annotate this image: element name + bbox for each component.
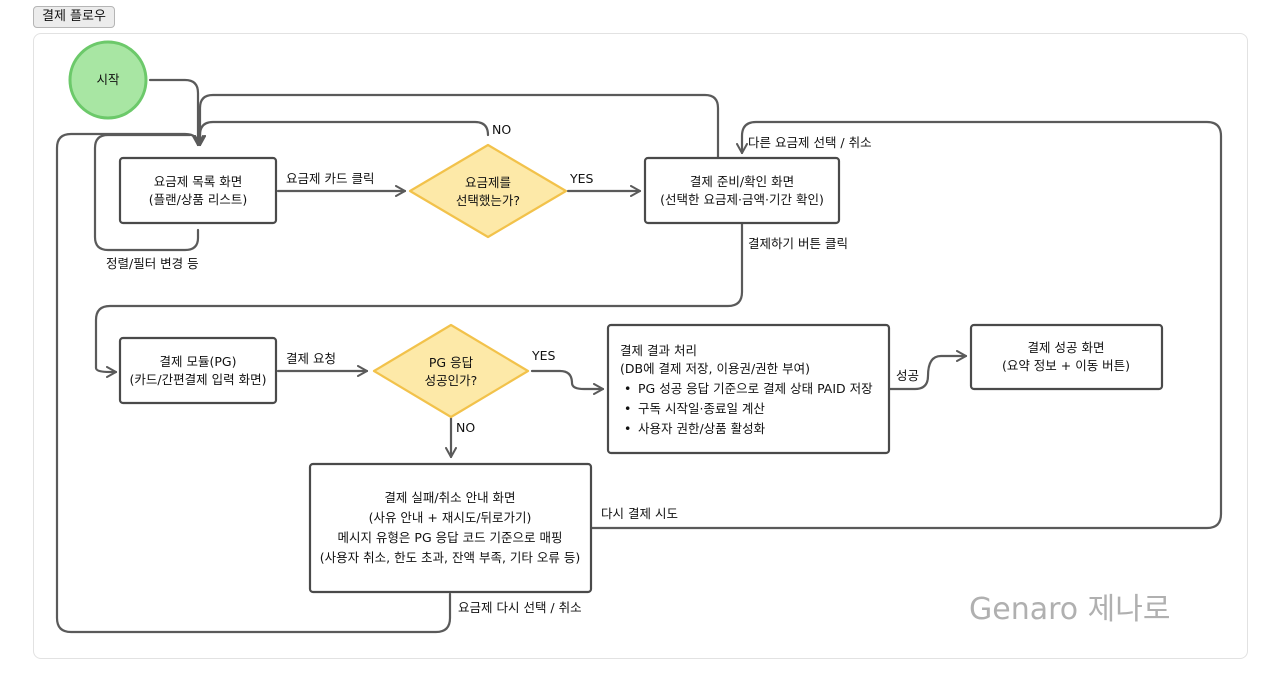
edge-no-back: [194, 120, 490, 147]
tab-payment-flow[interactable]: 결제 플로우: [33, 6, 115, 28]
edge-other-plan: [194, 93, 720, 160]
label-yes-2: YES: [531, 348, 556, 363]
result-bullet-2: 구독 시작일·종료일 계산: [638, 401, 765, 416]
label-pay-request: 결제 요청: [286, 351, 336, 366]
fail-screen-line1: 결제 실패/취소 안내 화면: [384, 490, 515, 505]
label-sort-filter: 정렬/필터 변경 등: [106, 256, 199, 271]
edge-reselect: [55, 132, 452, 634]
confirm-screen-title: 결제 준비/확인 화면: [690, 174, 794, 189]
start-node: [68, 40, 148, 120]
confirm-screen-subtitle: (선택한 요금제·금액·기간 확인): [660, 192, 824, 207]
fail-screen-box: [308, 462, 593, 594]
result-bullet-3: 사용자 권한/상품 활성화: [638, 421, 766, 436]
label-no-2: NO: [456, 420, 475, 435]
confirm-screen-box: [643, 156, 841, 225]
fail-screen-line4: (사용자 취소, 한도 초과, 잔액 부족, 기타 오류 등): [320, 550, 580, 565]
result-process-box: [606, 323, 891, 455]
label-no-1: NO: [492, 122, 511, 137]
fail-screen-line2: (사유 안내 + 재시도/뒤로가기): [369, 510, 532, 525]
result-bullet-mark-1: •: [624, 381, 631, 396]
pg-module-title: 결제 모듈(PG): [160, 354, 237, 369]
list-screen-box: [118, 156, 278, 225]
list-screen-title: 요금제 목록 화면: [154, 174, 242, 189]
watermark-text: Genaro 제나로: [969, 592, 1171, 627]
edge-pay-button: [94, 222, 744, 378]
decision-pg-line1: PG 응답: [429, 355, 474, 370]
success-screen-box: [969, 323, 1164, 391]
success-screen-title: 결제 성공 화면: [1028, 340, 1105, 355]
result-bullet-mark-3: •: [624, 421, 631, 436]
result-bullet-1: PG 성공 응답 기준으로 결제 상태 PAID 저장: [638, 381, 873, 396]
label-retry: 다시 결제 시도: [601, 506, 678, 521]
decision-selected-line1: 요금제를: [465, 175, 511, 190]
pg-module-box: [118, 336, 278, 405]
edge-start-to-list: [148, 78, 204, 147]
label-reselect: 요금제 다시 선택 / 취소: [458, 600, 582, 615]
start-label: 시작: [96, 72, 120, 87]
edge-sort-filter-loop: [93, 133, 200, 252]
edge-yes-result: [530, 369, 605, 395]
decision-pg: [372, 323, 530, 419]
fail-screen-line3: 메시지 유형은 PG 응답 코드 기준으로 매핑: [337, 530, 562, 545]
label-pay-button: 결제하기 버튼 클릭: [748, 236, 848, 251]
label-other-plan: 다른 요금제 선택 / 취소: [748, 135, 872, 150]
result-bullet-mark-2: •: [624, 401, 631, 416]
list-screen-subtitle: (플랜/상품 리스트): [149, 192, 247, 207]
success-screen-subtitle: (요약 정보 + 이동 버튼): [1002, 358, 1130, 373]
result-process-subtitle: (DB에 결제 저장, 이용권/권한 부여): [620, 361, 810, 376]
decision-selected: [408, 143, 568, 239]
pg-module-subtitle: (카드/간편결제 입력 화면): [130, 372, 267, 387]
label-card-click: 요금제 카드 클릭: [286, 171, 374, 186]
decision-pg-line2: 성공인가?: [425, 373, 478, 388]
decision-selected-line2: 선택했는가?: [456, 193, 520, 208]
edge-retry: [590, 120, 1223, 530]
label-success: 성공: [896, 368, 919, 383]
label-yes-1: YES: [569, 171, 594, 186]
edge-success: [888, 350, 968, 391]
result-process-title: 결제 결과 처리: [620, 343, 697, 358]
